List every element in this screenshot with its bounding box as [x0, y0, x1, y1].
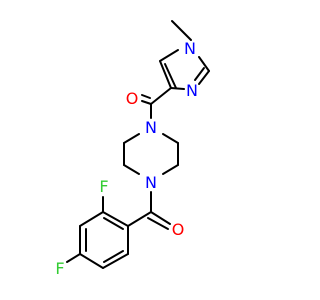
- bond-benz-c1-c2: [102, 211, 129, 227]
- bond-benz-c2-c3: [79, 211, 104, 227]
- bond-benz-inner-3: [103, 250, 124, 263]
- bond-methyl: [171, 20, 192, 41]
- bond-pip-c2-n1: [123, 164, 140, 175]
- bond-benz-inner-1: [103, 217, 124, 230]
- bond-pip-n4-c3: [123, 133, 140, 144]
- bond-imid-c5-n1: [159, 49, 179, 62]
- bond-imid-c4-c5-double: [164, 63, 177, 89]
- atom-label-f-ortho: F: [99, 177, 108, 196]
- atom-label-f-para: F: [55, 259, 64, 278]
- atom-label-n-piperazine-top: N: [145, 118, 157, 137]
- bond-carbonyl-bottom-co: [150, 211, 171, 225]
- bond-carbonyl-top-ring: [150, 87, 172, 105]
- atom-label-o-top: O: [126, 89, 139, 108]
- bond-layer: [66, 20, 210, 269]
- bond-carbonyl-bottom-co-double: [147, 217, 169, 230]
- bond-pip-n1-c6: [162, 164, 179, 175]
- bond-benz-c4-c5: [79, 253, 104, 269]
- molecule-canvas: N N O N N O F F: [55, 20, 210, 278]
- bond-imid-n3-c2-double: [194, 67, 205, 81]
- atom-label-layer: N N O N N O F F: [55, 39, 198, 278]
- bond-imid-n3-c2: [198, 70, 210, 85]
- bond-imid-c4-n3: [170, 87, 185, 90]
- chemical-structure-diagram: N N O N N O F F: [55, 20, 210, 278]
- bond-imid-c4-c5: [159, 60, 172, 89]
- atom-label-n-piperazine-bottom: N: [145, 173, 157, 192]
- bond-carbonyl-top-co-double: [141, 94, 151, 99]
- atom-label-o-bottom: O: [172, 220, 185, 239]
- atom-label-n-methyl: N: [184, 39, 196, 58]
- bond-carbonyl-bottom-ring: [127, 211, 152, 227]
- bond-imid-c2-n1: [198, 56, 210, 72]
- bond-f-para: [66, 253, 81, 263]
- bond-benz-c5-c6: [102, 253, 129, 269]
- bond-carbonyl-top-co: [141, 100, 152, 105]
- bond-pip-c5-n4: [162, 133, 179, 144]
- atom-label-n-ring: N: [186, 81, 198, 100]
